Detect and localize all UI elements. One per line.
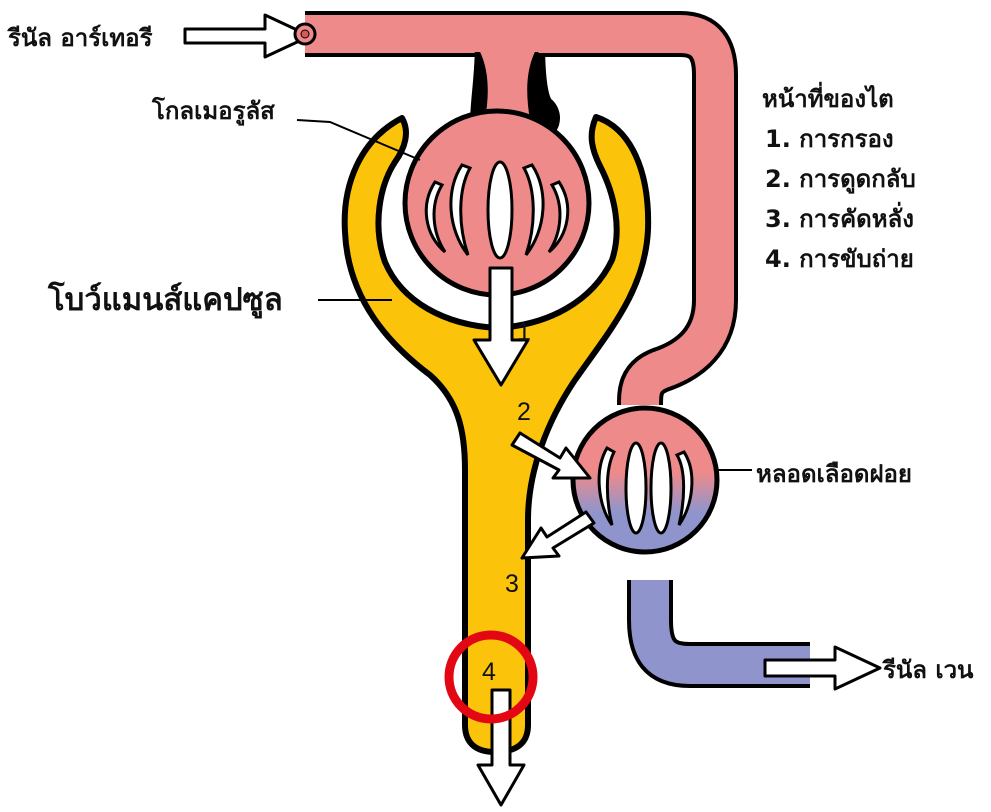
step-number-3: 3 xyxy=(505,570,519,598)
step-number-2: 2 xyxy=(517,398,531,426)
function-item: 4. การขับถ่าย xyxy=(765,245,914,273)
functions-title: หน้าที่ของไต xyxy=(762,81,894,113)
label-glomerulus: โกลเมอรูลัส xyxy=(151,96,275,126)
function-item: 3. การคัดหลั่ง xyxy=(765,201,914,233)
label-capillaries: หลอดเลือดฝอย xyxy=(756,460,912,488)
step-number-4: 4 xyxy=(482,658,496,686)
arrow-renal-artery xyxy=(185,15,310,57)
function-item: 2. การดูดกลับ xyxy=(765,165,916,194)
arrow-secretion xyxy=(522,512,594,558)
label-renal-vein: รีนัล เวน xyxy=(882,656,974,684)
kidney-functions-list: หน้าที่ของไต 1. การกรอง 2. การดูดกลับ 3.… xyxy=(762,81,916,273)
step-number-1: 1 xyxy=(517,318,531,346)
label-bowmans-capsule: โบว์แมนส์แคปซูล xyxy=(47,281,283,319)
function-item: 1. การกรอง xyxy=(765,125,894,153)
peritubular-capillaries xyxy=(573,408,810,665)
label-renal-artery: รีนัล อาร์เทอรี xyxy=(7,24,153,52)
